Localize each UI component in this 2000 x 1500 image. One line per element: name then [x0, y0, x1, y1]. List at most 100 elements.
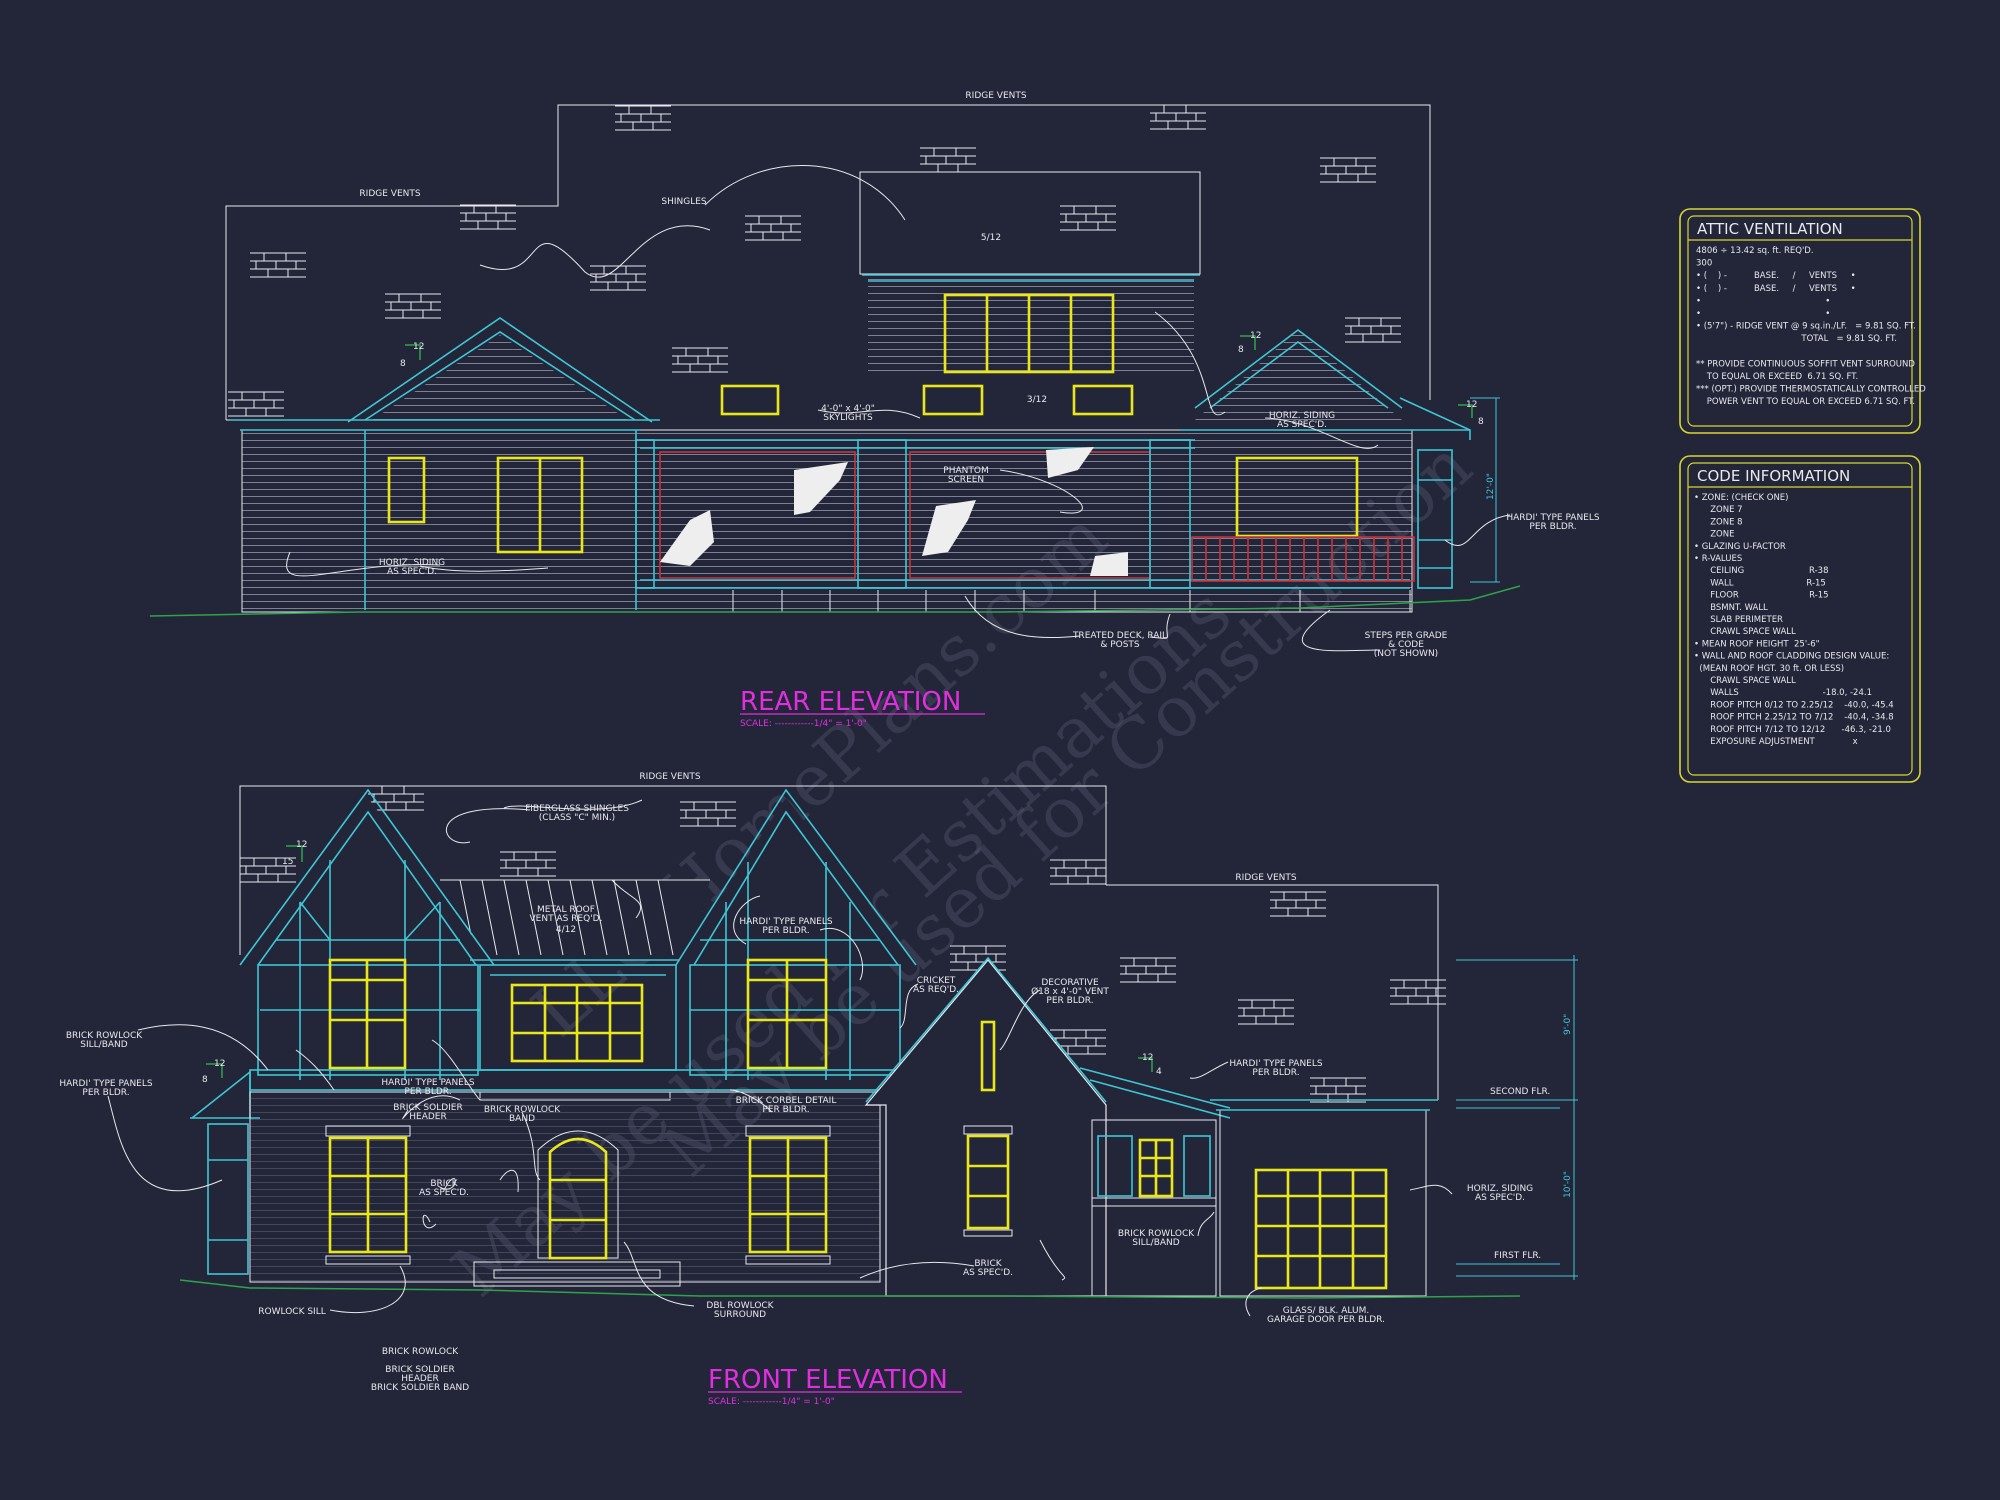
attic_ventilation-line: *** (OPT.) PROVIDE THERMOSTATICALLY CONT… [1696, 385, 1926, 395]
front-corbel-2: PER BLDR. [762, 1105, 809, 1115]
front-metal-roof-1: METAL ROOF [537, 905, 595, 915]
rear-pitch-right-run: 8 [1238, 345, 1244, 355]
front-dbl-rowlock-2: SURROUND [714, 1310, 766, 1320]
front-roof-outline [239, 785, 1107, 955]
code_information-line: WALLS -18.0, -24.1 [1694, 688, 1872, 698]
rear-deck-rail [1191, 536, 1415, 582]
front-door-arch [537, 1130, 619, 1259]
rear-pitch-left-rise: 12 [413, 342, 424, 352]
attic_ventilation-line: • (5'7") - RIDGE VENT @ 9 sq.in./LF. = 9… [1696, 322, 1916, 332]
attic_ventilation-line: TO EQUAL OR EXCEED 6.71 SQ. FT. [1696, 372, 1858, 382]
rear-hardi-panel-column [1417, 449, 1453, 589]
rear-window-small [387, 456, 426, 524]
front-cricket-2: AS REQ'D. [913, 985, 959, 995]
attic_ventilation-line: • ( ) - BASE. / VENTS • [1696, 271, 1856, 281]
front-corbel-1: BRICK CORBEL DETAIL [736, 1096, 837, 1106]
front-gable-window [966, 1134, 1010, 1230]
rear-phantom-1: PHANTOM [943, 466, 988, 476]
rear-horiz-right-1: HORIZ. SIDING [1269, 411, 1335, 421]
code_information-line: ZONE 8 [1694, 517, 1743, 527]
rear-pitch-left-run: 8 [400, 359, 406, 369]
code_information-line: ROOF PITCH 7/12 TO 12/12 -46.3, -21.0 [1694, 725, 1891, 735]
code_information-line: ROOF PITCH 2.25/12 TO 7/12 -40.4, -34.8 [1694, 713, 1894, 723]
rear-hardi-2: PER BLDR. [1529, 522, 1576, 532]
rear-phantom-2: SCREEN [948, 475, 984, 485]
code_information-line: (MEAN ROOF HGT. 30 ft. OR LESS) [1694, 664, 1844, 674]
front-vent-2: Ø18 x 4'-0" VENT [1031, 986, 1109, 997]
rear-deck-2: & POSTS [1100, 640, 1140, 650]
code_information-line: EXPOSURE ADJUSTMENT x [1694, 737, 1858, 747]
front-pitch-right-rise: 12 [1142, 1053, 1153, 1063]
rear-elevation-title: REAR ELEVATION [740, 687, 961, 717]
front-rowlock-sill-2: SILL/BAND [80, 1040, 127, 1050]
rear-pitch-porch-rise: 12 [1466, 400, 1477, 410]
rear-pitch-right-rise: 12 [1250, 331, 1261, 341]
front-left-panel-column [207, 1123, 249, 1275]
front-lower-brick-wall [249, 1091, 881, 1283]
front-decorative-vent [980, 1020, 996, 1092]
code-information-box: CODE INFORMATION • ZONE: (CHECK ONE) ZON… [1679, 455, 1921, 783]
front-ridge-vents-top: RIDGE VENTS [639, 772, 700, 782]
rear-steps-3: (NOT SHOWN) [1374, 649, 1438, 659]
rear-dim-height: 12'-0" [1486, 473, 1496, 500]
front-rowlock-band-2: BAND [509, 1114, 535, 1124]
rear-horiz-left-2: AS SPEC'D. [387, 567, 437, 577]
rear-dormer-roof [859, 171, 1201, 275]
rear-skylight-2 [922, 384, 984, 416]
rear-horiz-right-2: AS SPEC'D. [1277, 420, 1327, 430]
code_information-line: CEILING R-38 [1694, 566, 1829, 576]
front-garage-1: GLASS/ BLK. ALUM. [1283, 1306, 1369, 1316]
front-fiberglass-2: (CLASS "C" MIN.) [539, 813, 615, 823]
front-elevation: 9'-0" 10'-0" SECOND FLR. FIRST FLR. 12 1… [59, 772, 1578, 1407]
code_information-line: • GLAZING U-FACTOR [1694, 542, 1786, 552]
attic_ventilation-line: TOTAL = 9.81 SQ. FT. [1696, 334, 1897, 344]
code_information-line: ZONE [1694, 530, 1734, 540]
front-soldier-2: HEADER [409, 1112, 446, 1122]
attic_ventilation-line: POWER VENT TO EQUAL OR EXCEED 6.71 SQ. F… [1696, 397, 1915, 407]
code-information-title: CODE INFORMATION [1697, 467, 1850, 485]
rear-screen-opening-1 [659, 451, 856, 579]
front-vent-1: DECORATIVE [1041, 978, 1099, 988]
front-ridge-vents-right: RIDGE VENTS [1235, 873, 1296, 883]
rear-ridge-vents-left: RIDGE VENTS [359, 189, 420, 199]
front-rowlock-right-1: BRICK ROWLOCK [1118, 1229, 1195, 1239]
attic_ventilation-line: • ( ) - BASE. / VENTS • [1696, 284, 1856, 294]
rear-dormer-wall [868, 275, 1194, 375]
code_information-line: • MEAN ROOF HEIGHT 25'-6" [1694, 639, 1820, 649]
code_information-line: CRAWL SPACE WALL [1694, 627, 1796, 637]
front-pitch-left-run: 15 [282, 857, 293, 867]
rear-skylight-1 [720, 384, 780, 416]
rear-skylight-3 [1072, 384, 1134, 416]
front-dbl-rowlock-1: DBL ROWLOCK [706, 1301, 774, 1311]
front-second-flr: SECOND FLR. [1490, 1087, 1550, 1097]
rear-horiz-left-1: HORIZ. SIDING [379, 558, 445, 568]
front-brick-mid-1: BRICK [974, 1259, 1002, 1269]
code_information-line: SLAB PERIMETER [1694, 615, 1783, 625]
front-garage-2: GARAGE DOOR PER BLDR. [1267, 1315, 1385, 1325]
rear-shingles-label: SHINGLES [661, 197, 707, 207]
front-legend-3: HEADER [401, 1374, 438, 1384]
rear-window-right [1235, 456, 1359, 538]
front-hardi-mid-2: PER BLDR. [404, 1087, 451, 1097]
code_information-line: • ZONE: (CHECK ONE) [1694, 493, 1788, 503]
attic_ventilation-line: • • [1696, 296, 1830, 306]
front-hardi-mid-1: HARDI' TYPE PANELS [381, 1078, 475, 1088]
front-hardi-right-2: PER BLDR. [1252, 1068, 1299, 1078]
front-metal-roof-2: VENT AS REQ'D. [530, 914, 603, 924]
attic-ventilation-title: ATTIC VENTILATION [1697, 220, 1843, 238]
front-grade-line [179, 1279, 1521, 1299]
front-door [548, 1137, 608, 1260]
rear-grade-line [149, 585, 1521, 617]
front-hardi-left-2: PER BLDR. [82, 1088, 129, 1098]
code_information-line: CRAWL SPACE WALL [1694, 676, 1796, 686]
front-dim-upper: 9'-0" [1563, 1014, 1573, 1035]
rear-elevation-scale: SCALE: ------------1/4" = 1'-0" [740, 719, 867, 729]
rear-steps-2: & CODE [1388, 640, 1424, 650]
front-dim-lower: 10'-0" [1563, 1171, 1573, 1198]
rear-pitch-dormer: 3/12 [1027, 395, 1047, 405]
rear-pitch-porch-run: 8 [1478, 417, 1484, 427]
rear-hardi-1: HARDI' TYPE PANELS [1506, 513, 1600, 523]
rear-roof-outline [225, 104, 1431, 420]
rear-ridge-vents-top: RIDGE VENTS [965, 91, 1026, 101]
front-fiberglass-1: FIBERGLASS SHINGLES [525, 804, 629, 814]
